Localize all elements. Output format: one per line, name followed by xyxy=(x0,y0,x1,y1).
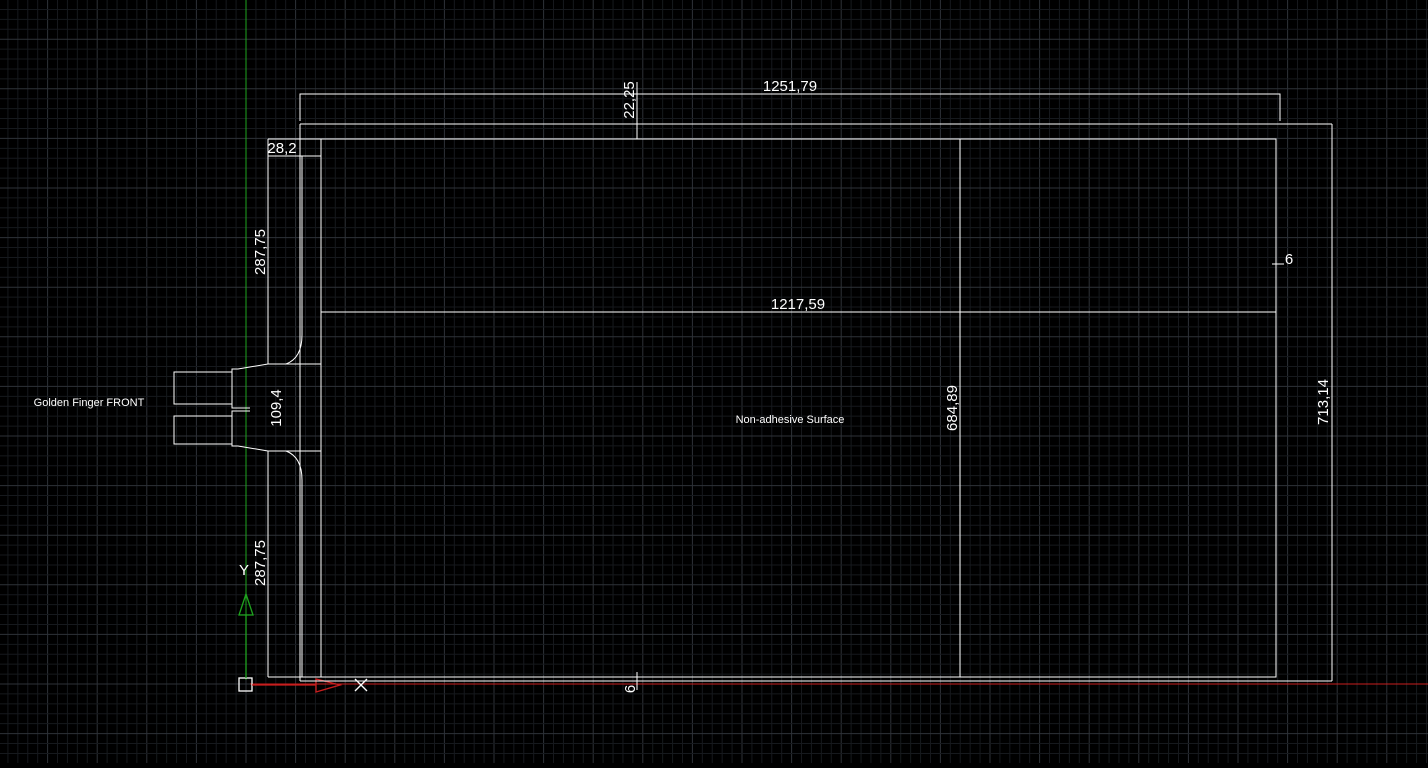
dim-right-margin: 6 xyxy=(1285,251,1293,268)
dim-upper-segment: 287,75 xyxy=(252,229,269,275)
ucs-y-label: Y xyxy=(239,562,249,579)
label-golden-finger: Golden Finger FRONT xyxy=(34,397,145,409)
label-surface: Non-adhesive Surface xyxy=(736,414,845,426)
ucs-icon: Y xyxy=(238,0,1428,693)
golden-finger-connector xyxy=(173,156,322,677)
dim-inner-width: 1217,59 xyxy=(771,296,825,313)
dim-finger-height: 109,4 xyxy=(268,389,285,427)
dim-lower-segment: 287,75 xyxy=(252,540,269,586)
ucs-x-arrow xyxy=(315,678,343,693)
dim-bottom-margin: 6 xyxy=(622,685,639,693)
dim-corner-offset: 28,2 xyxy=(267,140,296,157)
outer-contour xyxy=(268,138,1277,678)
dim-top-offset: 22,25 xyxy=(621,81,638,119)
dim-overall-height: 713,14 xyxy=(1315,379,1332,425)
dim-inner-height: 684,89 xyxy=(944,385,961,431)
dim-overall-width: 1251,79 xyxy=(763,78,817,95)
top-dimension-frame xyxy=(299,93,1281,121)
ucs-y-arrow xyxy=(238,591,254,616)
